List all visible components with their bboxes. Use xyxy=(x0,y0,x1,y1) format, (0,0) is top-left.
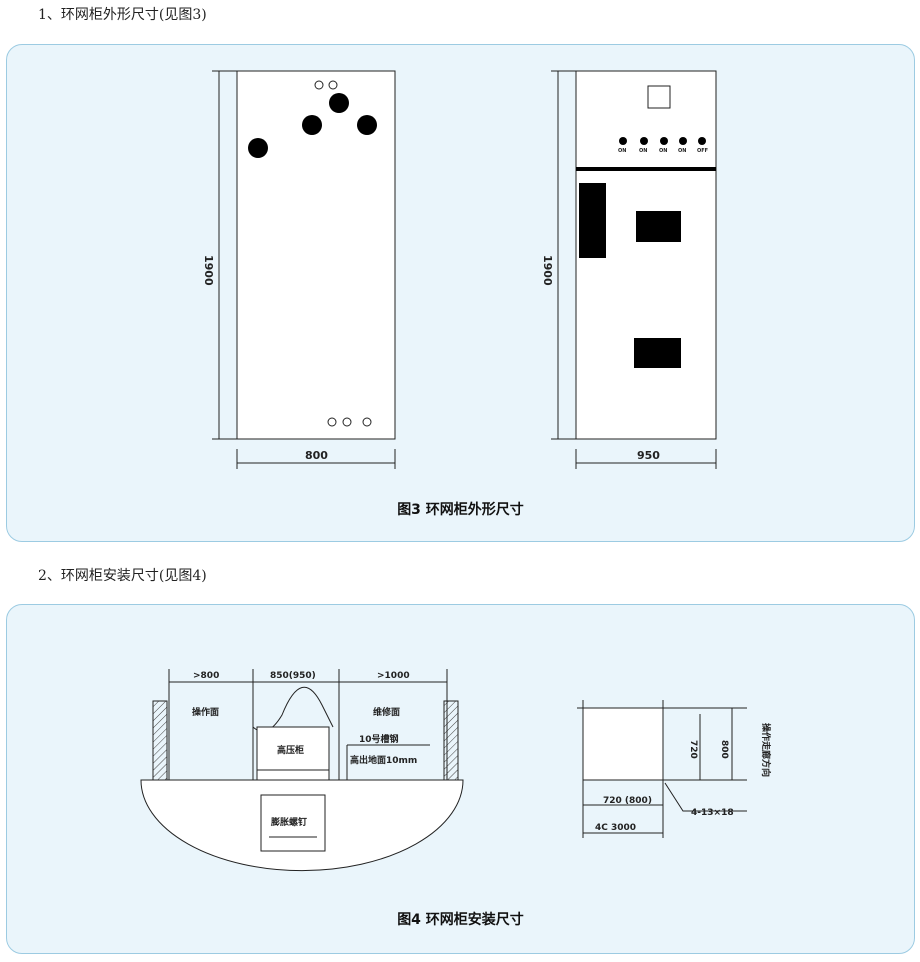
area-right-label: 维修面 xyxy=(373,706,400,718)
direction-label: 操作走廊方向 xyxy=(760,723,772,777)
right-height-dim: 1900 xyxy=(541,255,554,286)
left-width-dim: 800 xyxy=(305,449,328,462)
dim-right: >1000 xyxy=(377,671,410,681)
channel-label: 10号槽钢 xyxy=(359,733,399,745)
section-heading-1: 1、环网柜外形尺寸(见图3) xyxy=(38,7,207,23)
base-width-2: 4C 3000 xyxy=(595,823,636,833)
bolt-label: 膨胀螺钉 xyxy=(270,816,307,828)
base-height-2: 800 xyxy=(719,740,729,759)
area-left-label: 操作面 xyxy=(192,706,219,718)
installation-drawing: >800 850(950) >1000 操作面 维修面 高压柜 10号槽钢 高出… xyxy=(140,669,772,872)
channel-note: 高出地面10mm xyxy=(350,754,417,766)
left-height-dim: 1900 xyxy=(202,255,215,286)
cabinet-label: 高压柜 xyxy=(277,744,304,756)
cabinet-outline-drawing: 1900 800 1900 950 ON ON ON ON OFF xyxy=(202,70,717,469)
base-height-1: 720 xyxy=(688,740,698,759)
section-heading-2: 2、环网柜安装尺寸(见图4) xyxy=(38,568,207,584)
holes-label: 4-13×18 xyxy=(691,808,734,818)
dim-mid: 850(950) xyxy=(270,671,316,681)
indicator-label: ON xyxy=(618,148,626,154)
indicator-label: ON xyxy=(639,148,647,154)
indicator-label: OFF xyxy=(697,148,708,154)
figure-4-panel: >800 850(950) >1000 操作面 维修面 高压柜 10号槽钢 高出… xyxy=(6,604,915,954)
dim-left: >800 xyxy=(193,671,219,681)
right-width-dim: 950 xyxy=(637,449,660,462)
figure-3-caption: 图3 环网柜外形尺寸 xyxy=(397,502,524,518)
figure-4-caption: 图4 环网柜安装尺寸 xyxy=(397,912,524,928)
base-width-1: 720 (800) xyxy=(603,796,652,806)
figure-3-panel: 1900 800 1900 950 ON ON ON ON OFF 图3 环网柜… xyxy=(6,44,915,542)
indicator-label: ON xyxy=(678,148,686,154)
indicator-label: ON xyxy=(659,148,667,154)
